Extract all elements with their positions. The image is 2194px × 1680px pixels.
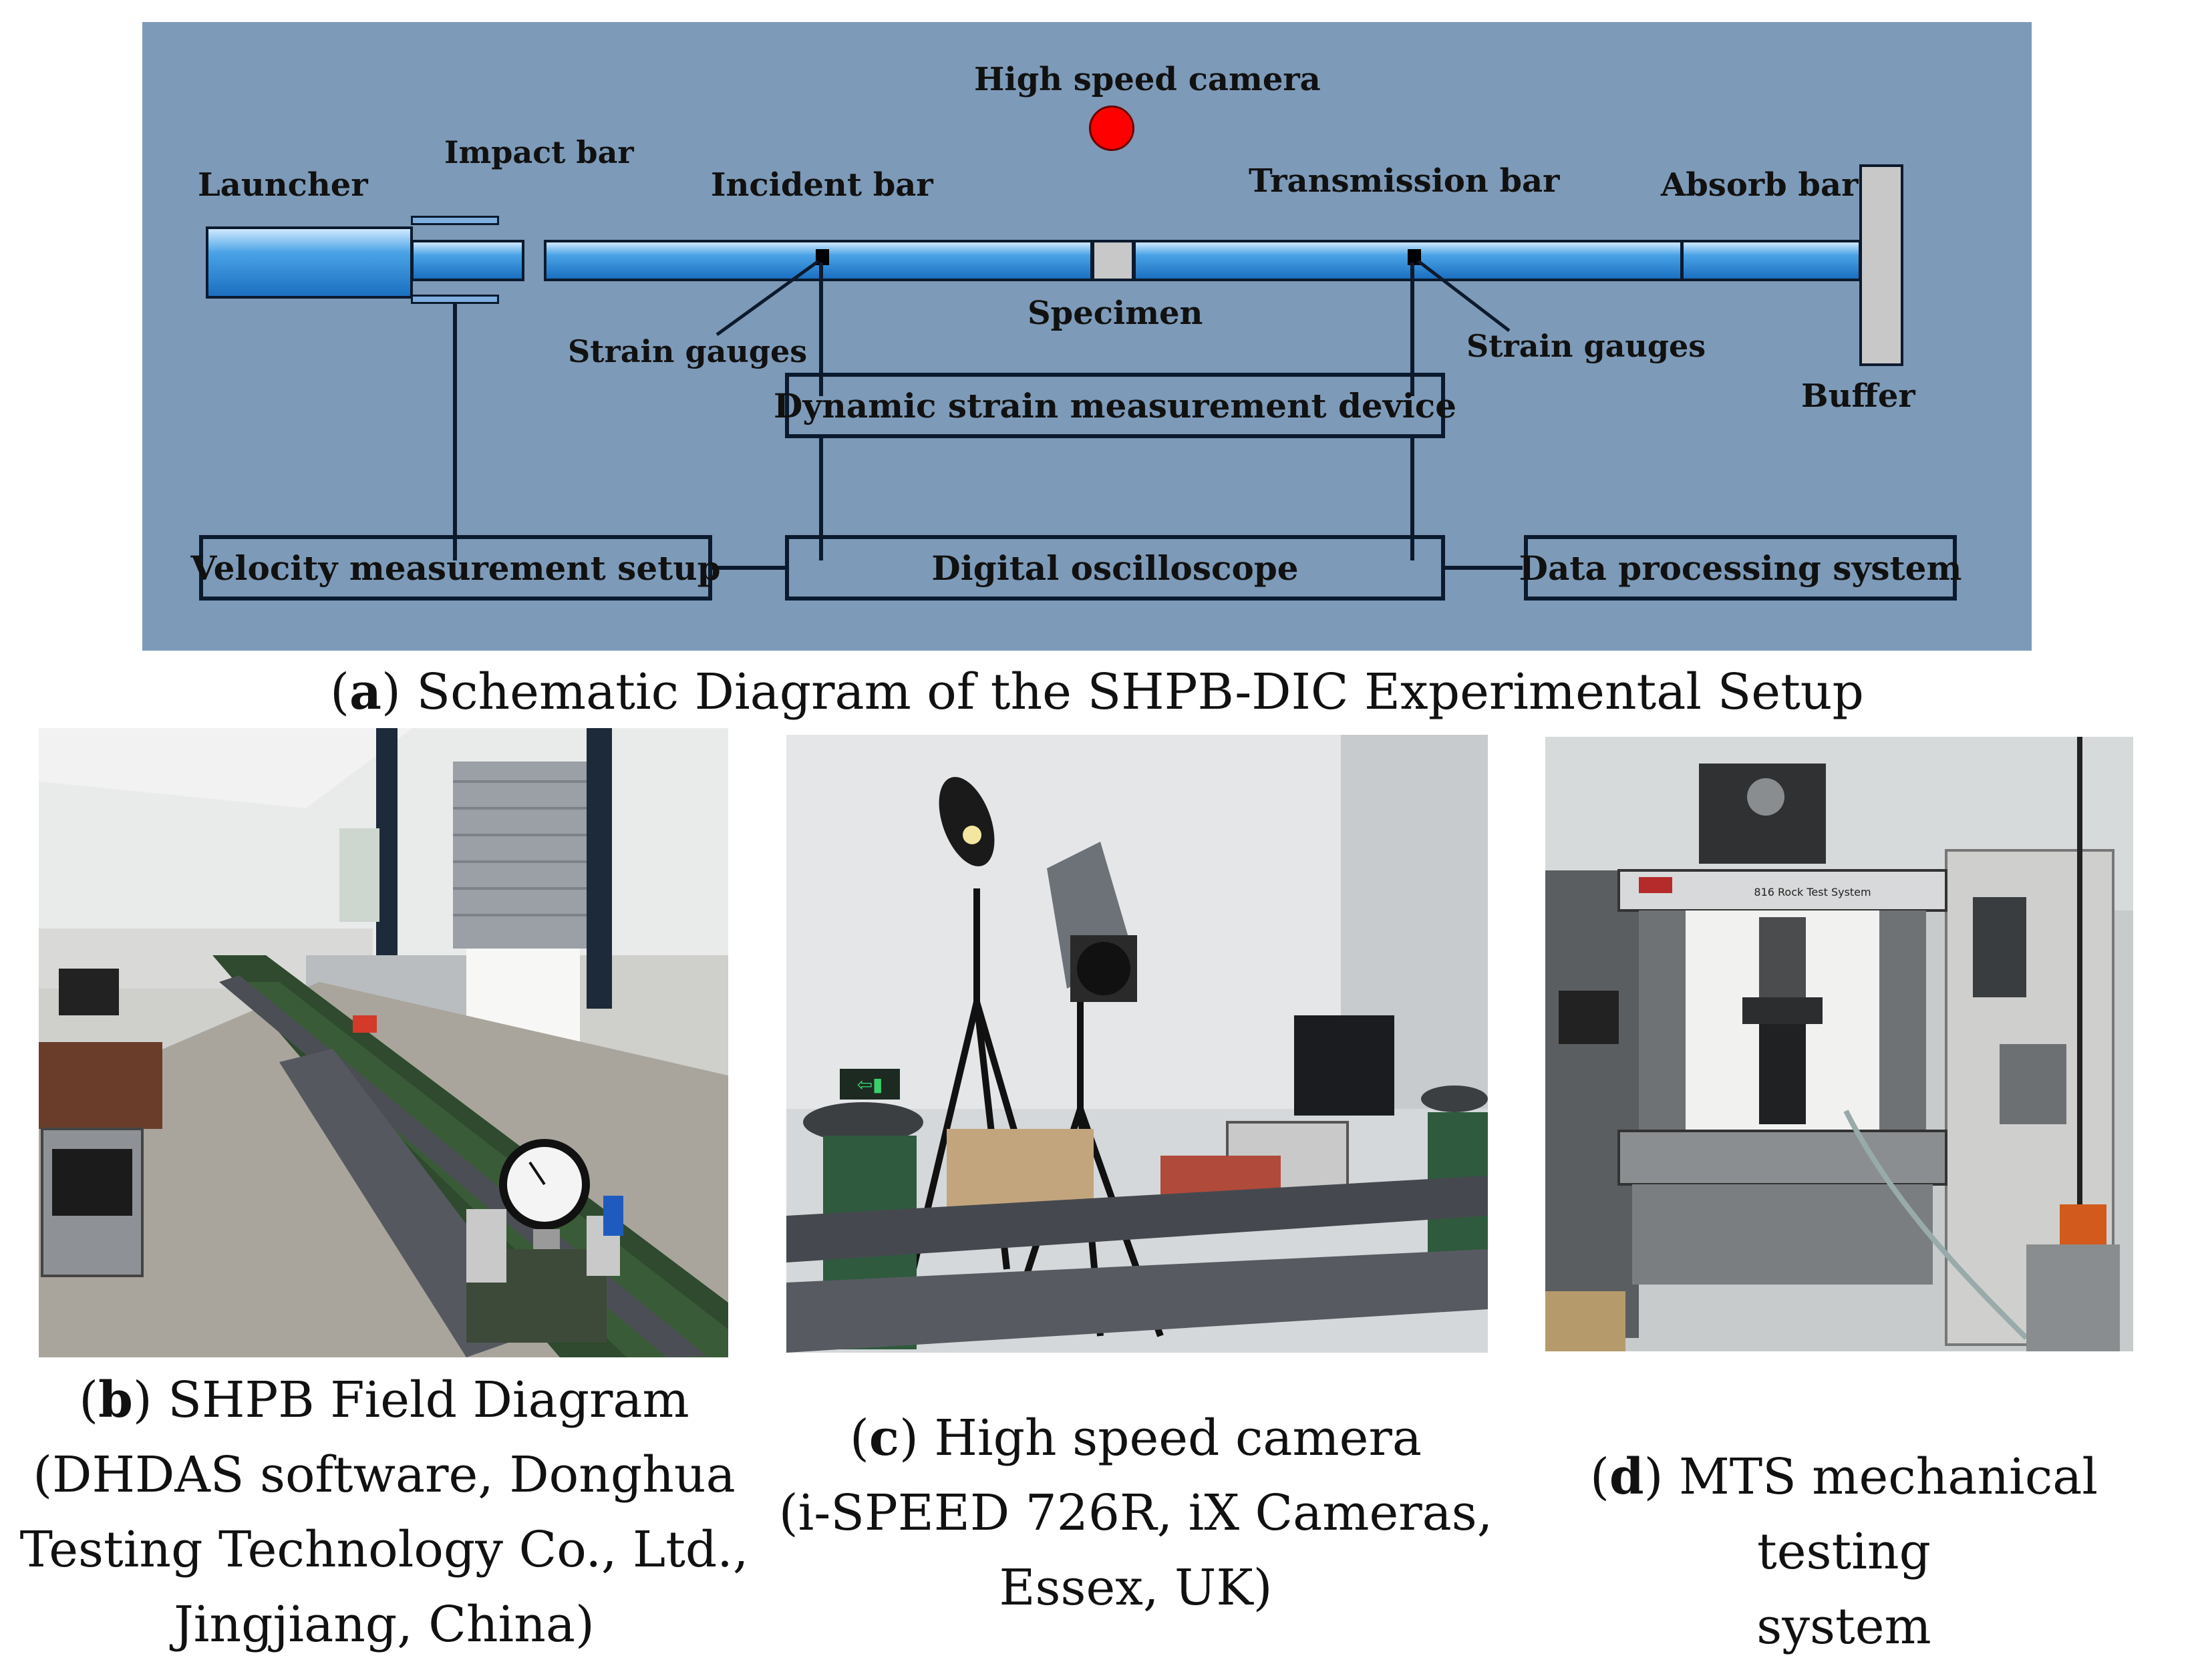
box-data-processing: Data processing system [1519, 535, 1962, 601]
impact-bar-guide-top [411, 216, 499, 225]
label-impact-bar: Impact bar [444, 134, 634, 170]
caption-c-line3: Essex, UK) [999, 1559, 1273, 1617]
caption-b-line4: Jingjiang, China) [174, 1596, 595, 1653]
caption-b-letter: b [98, 1371, 133, 1429]
connector-velocity-osc [712, 566, 785, 570]
strain-gauge-right [1408, 249, 1421, 265]
caption-c-line2: (i-SPEED 726R, iX Cameras, [778, 1484, 1493, 1542]
caption-a: (a) Schematic Diagram of the SHPB-DIC Ex… [330, 663, 1864, 721]
caption-d: (d) MTS mechanical testing system [1497, 1440, 2191, 1664]
connector-osc-data [1445, 566, 1523, 570]
box-dynamic-strain: Dynamic strain measurement device [774, 373, 1456, 438]
label-absorb-bar: Absorb bar [1661, 166, 1859, 204]
strain-gauge-left [816, 249, 829, 265]
incident-bar [544, 240, 1093, 281]
label-transmission-bar: Transmission bar [1249, 162, 1560, 200]
caption-a-letter: a [349, 663, 381, 721]
photo-shpb-field [39, 728, 728, 1357]
photo-high-speed-camera: ⇦▮ [786, 735, 1488, 1353]
launcher-cylinder [206, 226, 413, 299]
label-specimen: Specimen [1028, 295, 1203, 332]
connector-left-osc [819, 436, 823, 560]
svg-text:⇦▮: ⇦▮ [857, 1073, 883, 1096]
leader-lines [716, 259, 1511, 337]
high-speed-camera-dot [1089, 106, 1134, 151]
absorb-bar [1681, 240, 1861, 281]
connector-right-gauge [1410, 263, 1414, 396]
caption-c: (c) High speed camera (i-SPEED 726R, iX … [755, 1401, 1517, 1625]
label-incident-bar: Incident bar [711, 166, 933, 204]
schematic-diagram: High speed camera Launcher Impact bar In… [142, 22, 2032, 651]
caption-b-line2: (DHDAS software, Donghua [33, 1446, 736, 1504]
caption-b-line3: Testing Technology Co., Ltd., [19, 1521, 749, 1578]
caption-c-letter: c [869, 1409, 899, 1467]
label-high-speed-camera: High speed camera [974, 61, 1321, 98]
caption-d-line1: MTS mechanical testing [1663, 1448, 2098, 1580]
label-launcher: Launcher [198, 166, 368, 204]
connector-left-gauge [819, 263, 823, 396]
caption-b-line1: SHPB Field Diagram [152, 1371, 689, 1429]
box-digital-oscilloscope: Digital oscilloscope [785, 535, 1445, 601]
caption-d-letter: d [1609, 1448, 1644, 1506]
box-velocity-measurement: Velocity measurement setup [190, 535, 721, 601]
caption-b: (b) SHPB Field Diagram (DHDAS software, … [0, 1363, 768, 1662]
connector-impact-velocity [453, 303, 457, 560]
mts-plate-text: 816 Rock Test System [1754, 886, 1871, 898]
connector-right-osc [1410, 436, 1414, 560]
label-buffer: Buffer [1801, 377, 1915, 415]
label-strain-gauges-right: Strain gauges [1466, 328, 1706, 364]
caption-c-line1: High speed camera [918, 1409, 1422, 1467]
caption-a-text: Schematic Diagram of the SHPB-DIC Experi… [400, 663, 1864, 721]
impact-bar [411, 240, 524, 281]
caption-d-line2: system [1756, 1598, 1931, 1655]
label-strain-gauges-left: Strain gauges [568, 333, 808, 369]
photo-mts-system: 816 Rock Test System [1545, 737, 2133, 1351]
buffer-block [1859, 164, 1903, 366]
